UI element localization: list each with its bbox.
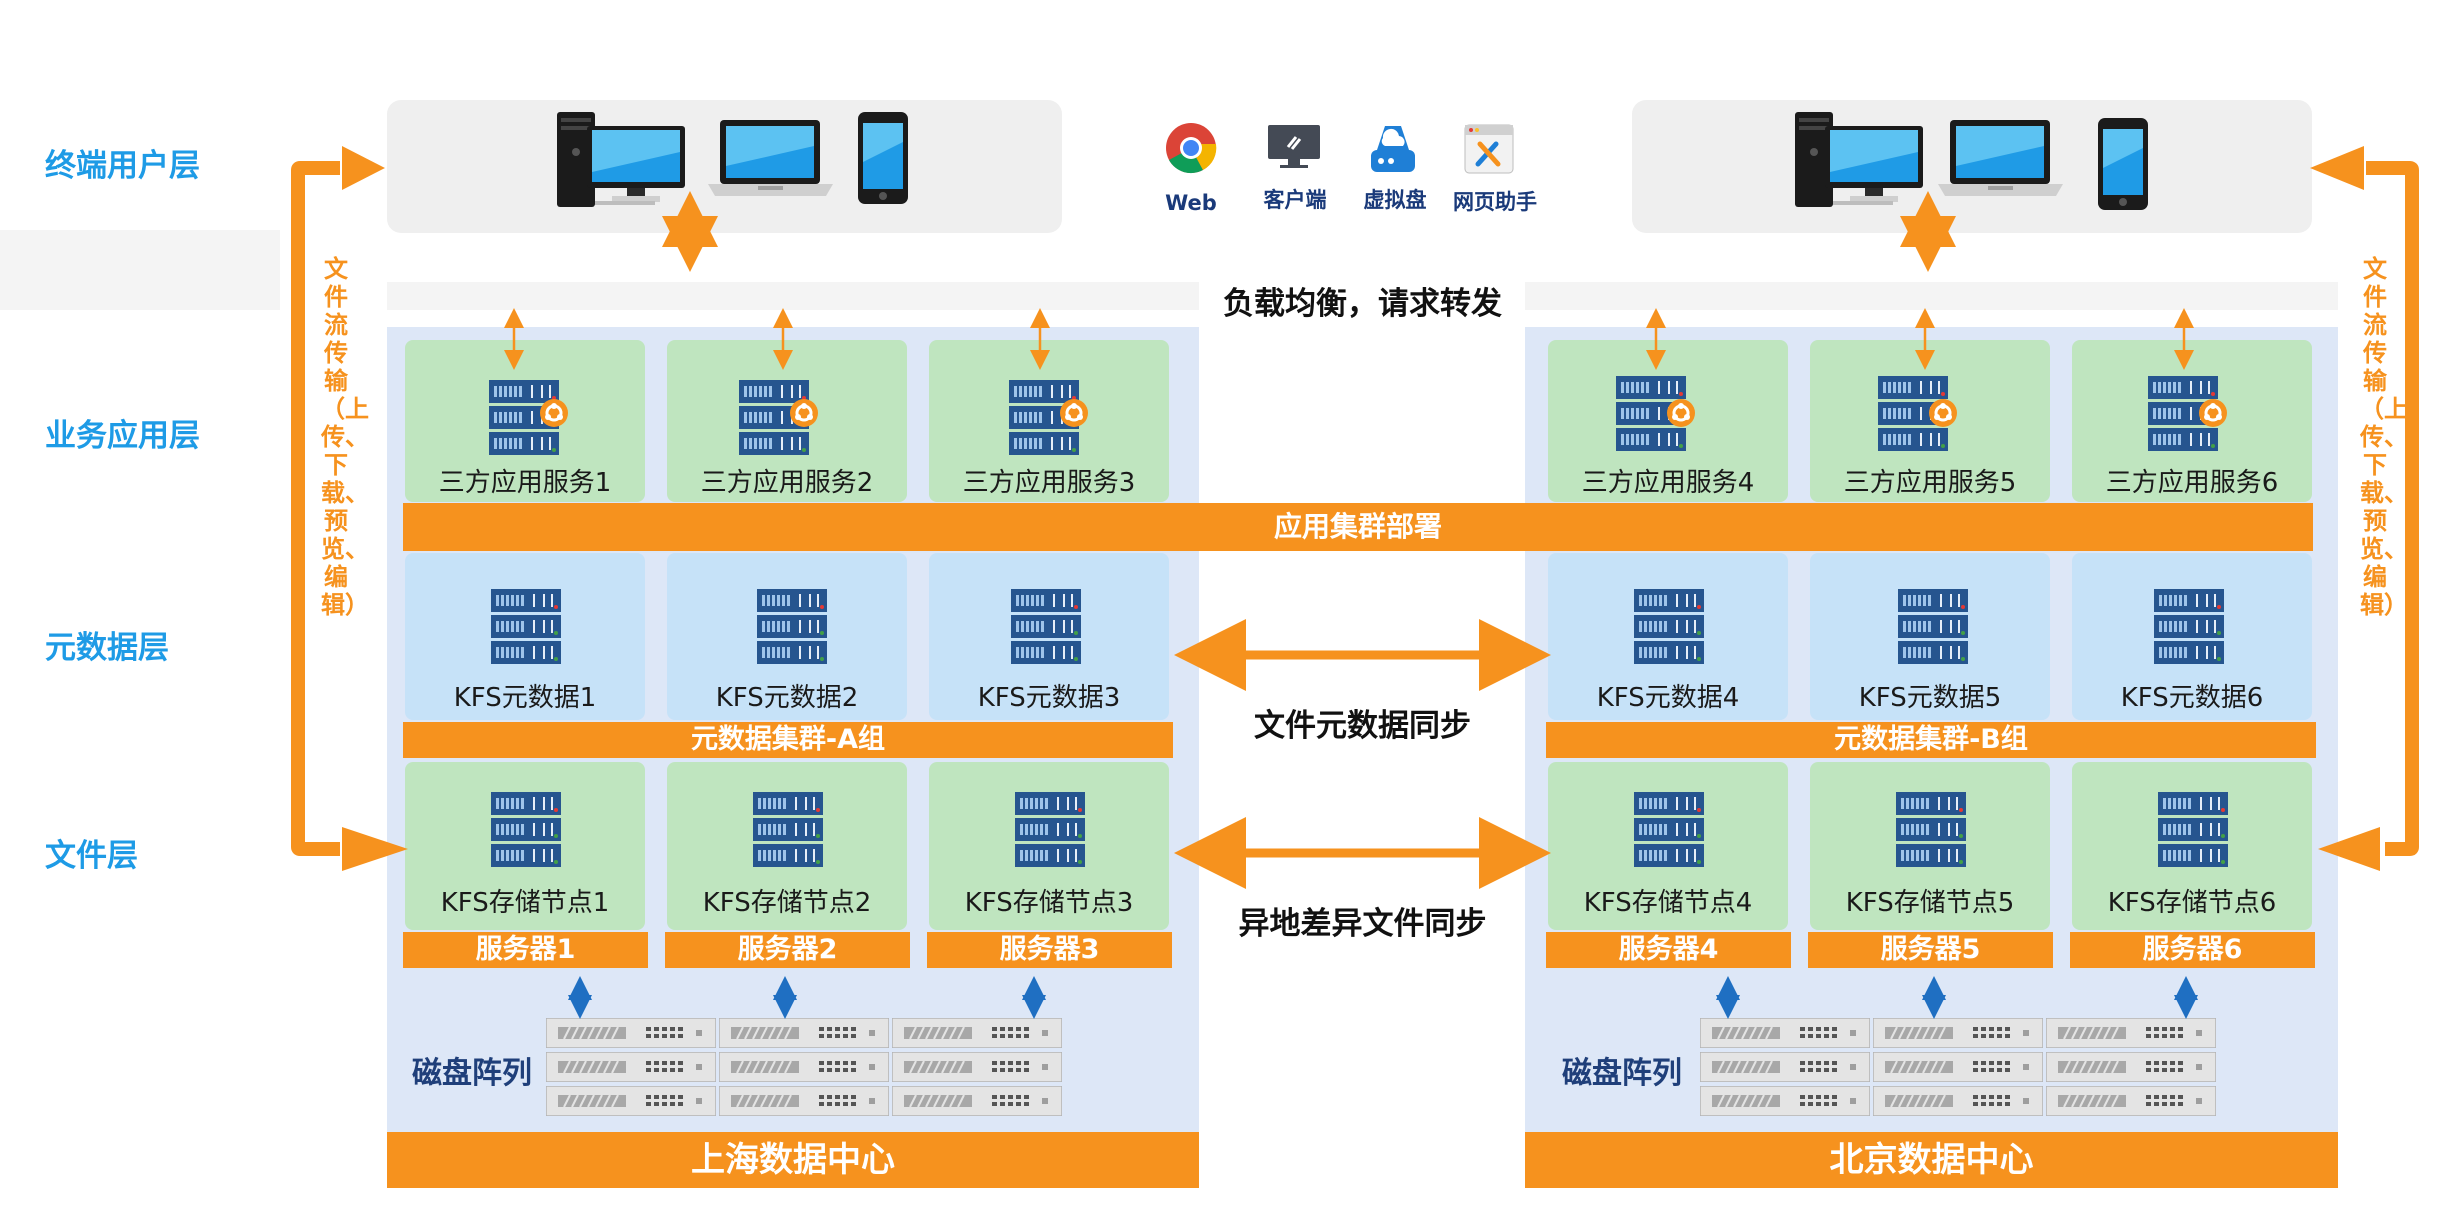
server-label: 服务器4 [1546, 932, 1791, 968]
layer-label-metadata: 元数据层 [45, 630, 169, 666]
server-icon [757, 589, 827, 665]
storage-node-cell: KFS存储节点6 [2072, 762, 2312, 930]
app-badge-icon [2198, 398, 2228, 428]
metadata-cell: KFS元数据5 [1810, 553, 2050, 720]
client-helper-label: 网页助手 [1453, 190, 1537, 214]
layer-label-business: 业务应用层 [45, 418, 200, 454]
disk-array-icon [1700, 1018, 2216, 1116]
layer-label-terminal: 终端用户层 [45, 148, 200, 184]
storage-node-cell: KFS存储节点3 [929, 762, 1169, 930]
app-badge-icon [1059, 398, 1089, 428]
server-icon [753, 792, 823, 868]
metadata-label: KFS元数据5 [1858, 683, 2002, 713]
metadata-cell: KFS元数据1 [405, 553, 645, 720]
desktop-icon [557, 112, 687, 207]
app-service-label: 三方应用服务3 [962, 468, 1136, 498]
client-vdisk-label: 虚拟盘 [1363, 188, 1427, 212]
storage-node-label: KFS存储节点3 [964, 888, 1134, 918]
server-icon [1634, 792, 1704, 868]
server-label: 服务器5 [1808, 932, 2053, 968]
server-icon [491, 589, 561, 665]
metadata-label: KFS元数据2 [715, 683, 859, 713]
app-service-label: 三方应用服务1 [438, 468, 612, 498]
app-service-cell: 三方应用服务6 [2072, 340, 2312, 502]
laptop-icon [1938, 120, 2063, 200]
storage-node-label: KFS存储节点2 [702, 888, 872, 918]
storage-node-cell: KFS存储节点1 [405, 762, 645, 930]
app-badge-icon [789, 398, 819, 428]
desktop-icon [1795, 112, 1925, 207]
chrome-icon [1166, 123, 1217, 174]
storage-node-label: KFS存储节点4 [1583, 888, 1753, 918]
app-service-cell: 三方应用服务3 [929, 340, 1169, 502]
storage-node-cell: KFS存储节点2 [667, 762, 907, 930]
storage-node-cell: KFS存储节点4 [1548, 762, 1788, 930]
web-helper-icon [1464, 124, 1514, 174]
app-service-cell: 三方应用服务1 [405, 340, 645, 502]
storage-node-label: KFS存储节点5 [1845, 888, 2015, 918]
app-badge-icon [539, 398, 569, 428]
server-icon [1898, 589, 1968, 665]
disk-array-icon [546, 1018, 1062, 1116]
metadata-cell: KFS元数据3 [929, 553, 1169, 720]
load-balance-bar-left [387, 282, 1199, 310]
server-label: 服务器1 [403, 932, 648, 968]
phone-icon [2098, 118, 2148, 210]
server-icon [491, 792, 561, 868]
phone-icon [858, 112, 908, 204]
load-balance-bar-right [1525, 282, 2338, 310]
app-service-cell: 三方应用服务4 [1548, 340, 1788, 502]
disk-array-label: 磁盘阵列 [412, 1056, 532, 1091]
monitor-icon [1268, 125, 1320, 168]
app-service-label: 三方应用服务6 [2105, 468, 2279, 498]
server-label: 服务器3 [927, 932, 1172, 968]
cloud-disk-icon [1371, 126, 1415, 172]
metadata-label: KFS元数据6 [2120, 683, 2264, 713]
server-label: 服务器6 [2070, 932, 2315, 968]
metadata-cell: KFS元数据6 [2072, 553, 2312, 720]
app-badge-icon [1666, 398, 1696, 428]
metadata-label: KFS元数据1 [453, 683, 597, 713]
disk-array-label: 磁盘阵列 [1562, 1056, 1682, 1091]
app-service-label: 三方应用服务5 [1843, 468, 2017, 498]
server-icon [1011, 589, 1081, 665]
storage-node-label: KFS存储节点1 [440, 888, 610, 918]
metadata-cell: KFS元数据2 [667, 553, 907, 720]
client-desktop-label: 客户端 [1263, 188, 1327, 212]
metadata-label: KFS元数据4 [1596, 683, 1740, 713]
app-service-label: 三方应用服务2 [700, 468, 874, 498]
server-label: 服务器2 [665, 932, 910, 968]
datacenter-shanghai-bar: 上海数据中心 [387, 1132, 1199, 1188]
storage-node-label: KFS存储节点6 [2107, 888, 2277, 918]
file-transfer-side-label-left: 文件流传输（上传、下载、预览、编辑） [321, 255, 369, 619]
load-balance-label: 负载均衡，请求转发 [1223, 286, 1502, 322]
server-icon [2154, 589, 2224, 665]
client-web-label: Web [1165, 191, 1217, 215]
storage-node-cell: KFS存储节点5 [1810, 762, 2050, 930]
layer-label-file: 文件层 [45, 838, 138, 874]
app-service-cell: 三方应用服务5 [1810, 340, 2050, 502]
terminal-band-shade [0, 230, 280, 310]
app-service-label: 三方应用服务4 [1581, 468, 1755, 498]
file-transfer-side-label-right: 文件流传输（上传、下载、预览、编辑） [2360, 255, 2408, 619]
server-icon [1896, 792, 1966, 868]
metadata-sync-label: 文件元数据同步 [1254, 708, 1471, 744]
laptop-icon [708, 120, 833, 200]
app-service-cell: 三方应用服务2 [667, 340, 907, 502]
app-badge-icon [1928, 398, 1958, 428]
file-sync-label: 异地差异文件同步 [1238, 906, 1487, 942]
app-cluster-bar: 应用集群部署 [403, 503, 2313, 551]
metadata-group-bar-a: 元数据集群-A组 [403, 722, 1173, 758]
metadata-group-bar-b: 元数据集群-B组 [1546, 722, 2316, 758]
metadata-cell: KFS元数据4 [1548, 553, 1788, 720]
datacenter-beijing-bar: 北京数据中心 [1525, 1132, 2338, 1188]
metadata-label: KFS元数据3 [977, 683, 1121, 713]
server-icon [2158, 792, 2228, 868]
server-icon [1015, 792, 1085, 868]
server-icon [1634, 589, 1704, 665]
